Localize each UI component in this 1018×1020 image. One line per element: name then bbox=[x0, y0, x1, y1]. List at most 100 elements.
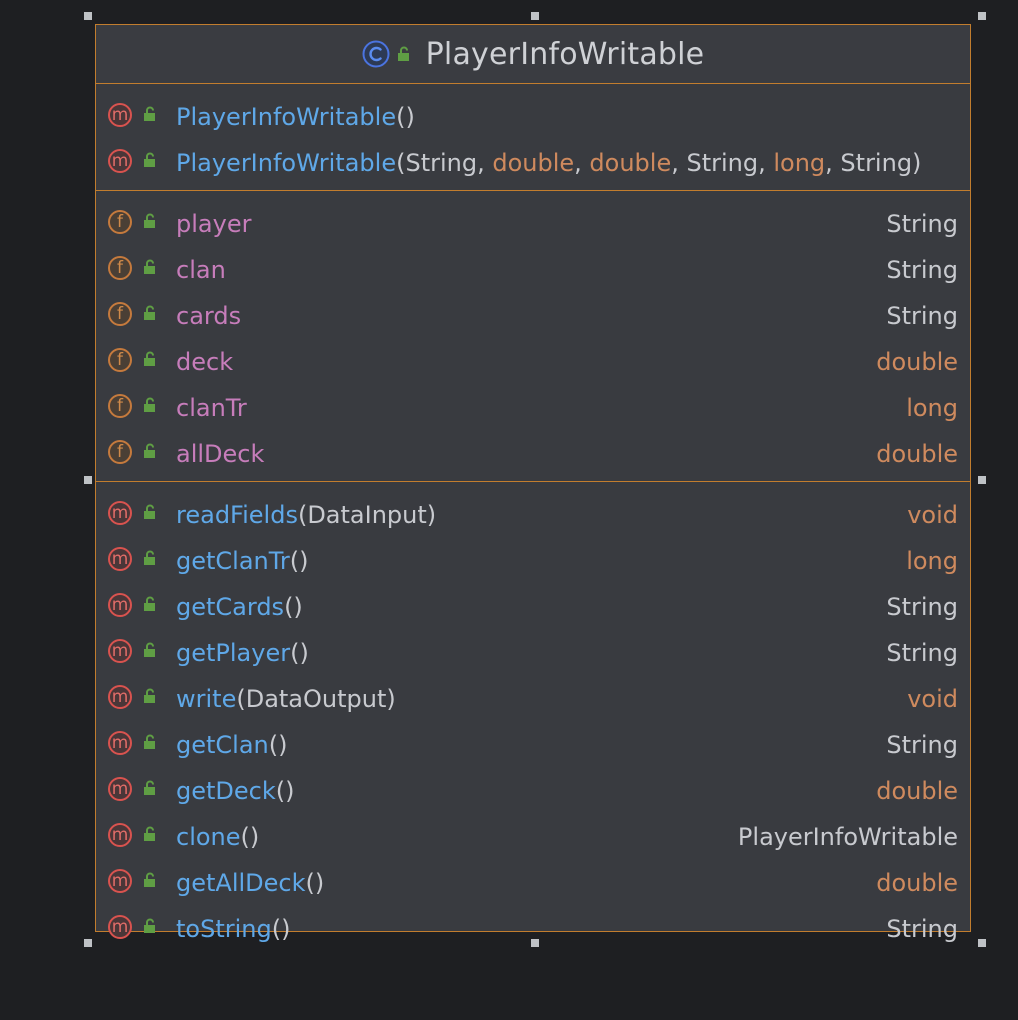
param-token: double bbox=[492, 149, 575, 177]
member-params: (String, double, double, String, long, S… bbox=[396, 149, 921, 177]
method-signature: getClanTr() bbox=[176, 547, 309, 575]
param-token: String bbox=[840, 149, 913, 177]
member-name: player bbox=[176, 210, 252, 238]
field-badge-icon: f bbox=[108, 256, 132, 280]
method-signature: PlayerInfoWritable(String, double, doubl… bbox=[176, 149, 921, 177]
field-name: clan bbox=[176, 256, 226, 284]
member-params: () bbox=[275, 777, 295, 805]
method-signature: getPlayer() bbox=[176, 639, 309, 667]
param-token: , bbox=[574, 149, 590, 177]
resize-handle-top[interactable] bbox=[531, 12, 539, 20]
method-badge-icon: m bbox=[108, 149, 132, 173]
public-lock-icon bbox=[144, 305, 155, 320]
public-lock-icon bbox=[144, 152, 155, 167]
member-type: String bbox=[886, 256, 958, 284]
member-name: clan bbox=[176, 256, 226, 284]
member-name: toString bbox=[176, 915, 272, 943]
public-lock-icon bbox=[397, 46, 409, 61]
field-row[interactable]: f player String bbox=[96, 201, 970, 247]
member-name: getPlayer bbox=[176, 639, 291, 667]
resize-handle-right[interactable] bbox=[978, 476, 986, 484]
member-type: String bbox=[886, 210, 958, 238]
member-name: getClan bbox=[176, 731, 269, 759]
method-badge-icon: m bbox=[108, 501, 132, 525]
resize-handle-top-left[interactable] bbox=[84, 12, 92, 20]
public-lock-icon bbox=[144, 596, 155, 611]
resize-handle-bottom-right[interactable] bbox=[978, 939, 986, 947]
param-token: long bbox=[773, 149, 826, 177]
method-row[interactable]: m toString() String bbox=[96, 906, 970, 952]
method-badge-icon: m bbox=[108, 777, 132, 801]
member-type: String bbox=[886, 593, 958, 621]
member-name: getDeck bbox=[176, 777, 276, 805]
public-lock-icon bbox=[144, 213, 155, 228]
member-type: double bbox=[876, 869, 958, 897]
public-lock-icon bbox=[144, 106, 155, 121]
resize-handle-bottom[interactable] bbox=[531, 939, 539, 947]
public-lock-icon bbox=[144, 872, 155, 887]
resize-handle-left[interactable] bbox=[84, 476, 92, 484]
field-row[interactable]: f deck double bbox=[96, 339, 970, 385]
member-params: () bbox=[271, 915, 291, 943]
resize-handle-top-right[interactable] bbox=[978, 12, 986, 20]
field-row[interactable]: f clan String bbox=[96, 247, 970, 293]
resize-handle-bottom-left[interactable] bbox=[84, 939, 92, 947]
field-badge-icon: f bbox=[108, 210, 132, 234]
field-name: deck bbox=[176, 348, 233, 376]
method-badge-icon: m bbox=[108, 593, 132, 617]
public-lock-icon bbox=[144, 550, 155, 565]
public-lock-icon bbox=[144, 443, 155, 458]
public-lock-icon bbox=[144, 918, 155, 933]
member-type: double bbox=[876, 777, 958, 805]
member-name: getAllDeck bbox=[176, 869, 306, 897]
public-lock-icon bbox=[144, 351, 155, 366]
param-token: String bbox=[405, 149, 478, 177]
method-signature: clone() bbox=[176, 823, 259, 851]
field-badge-icon: f bbox=[108, 394, 132, 418]
member-type: double bbox=[876, 440, 958, 468]
member-name: deck bbox=[176, 348, 234, 376]
field-name: clanTr bbox=[176, 394, 247, 422]
method-badge-icon: m bbox=[108, 823, 132, 847]
member-params: (DataInput) bbox=[297, 501, 437, 529]
member-name: readFields bbox=[176, 501, 298, 529]
member-type: String bbox=[886, 915, 958, 943]
member-params: () bbox=[268, 731, 288, 759]
member-params: (DataOutput) bbox=[236, 685, 396, 713]
public-lock-icon bbox=[144, 734, 155, 749]
param-token: double bbox=[589, 149, 672, 177]
member-params: () bbox=[396, 103, 415, 131]
member-type: long bbox=[906, 547, 958, 575]
member-type: String bbox=[886, 302, 958, 330]
method-badge-icon: m bbox=[108, 915, 132, 939]
field-badge-icon: f bbox=[108, 348, 132, 372]
param-token: ) bbox=[912, 149, 922, 177]
class-header: PlayerInfoWritable bbox=[96, 25, 970, 84]
method-row[interactable]: m getDeck() double bbox=[96, 768, 970, 814]
member-name: allDeck bbox=[176, 440, 265, 468]
public-lock-icon bbox=[144, 826, 155, 841]
member-type: double bbox=[876, 348, 958, 376]
public-lock-icon bbox=[144, 780, 155, 795]
param-token: , bbox=[477, 149, 493, 177]
field-badge-icon: f bbox=[108, 302, 132, 326]
method-row[interactable]: m PlayerInfoWritable(String, double, doub… bbox=[96, 140, 970, 186]
param-token: String bbox=[686, 149, 759, 177]
param-token: , bbox=[671, 149, 687, 177]
method-badge-icon: m bbox=[108, 869, 132, 893]
